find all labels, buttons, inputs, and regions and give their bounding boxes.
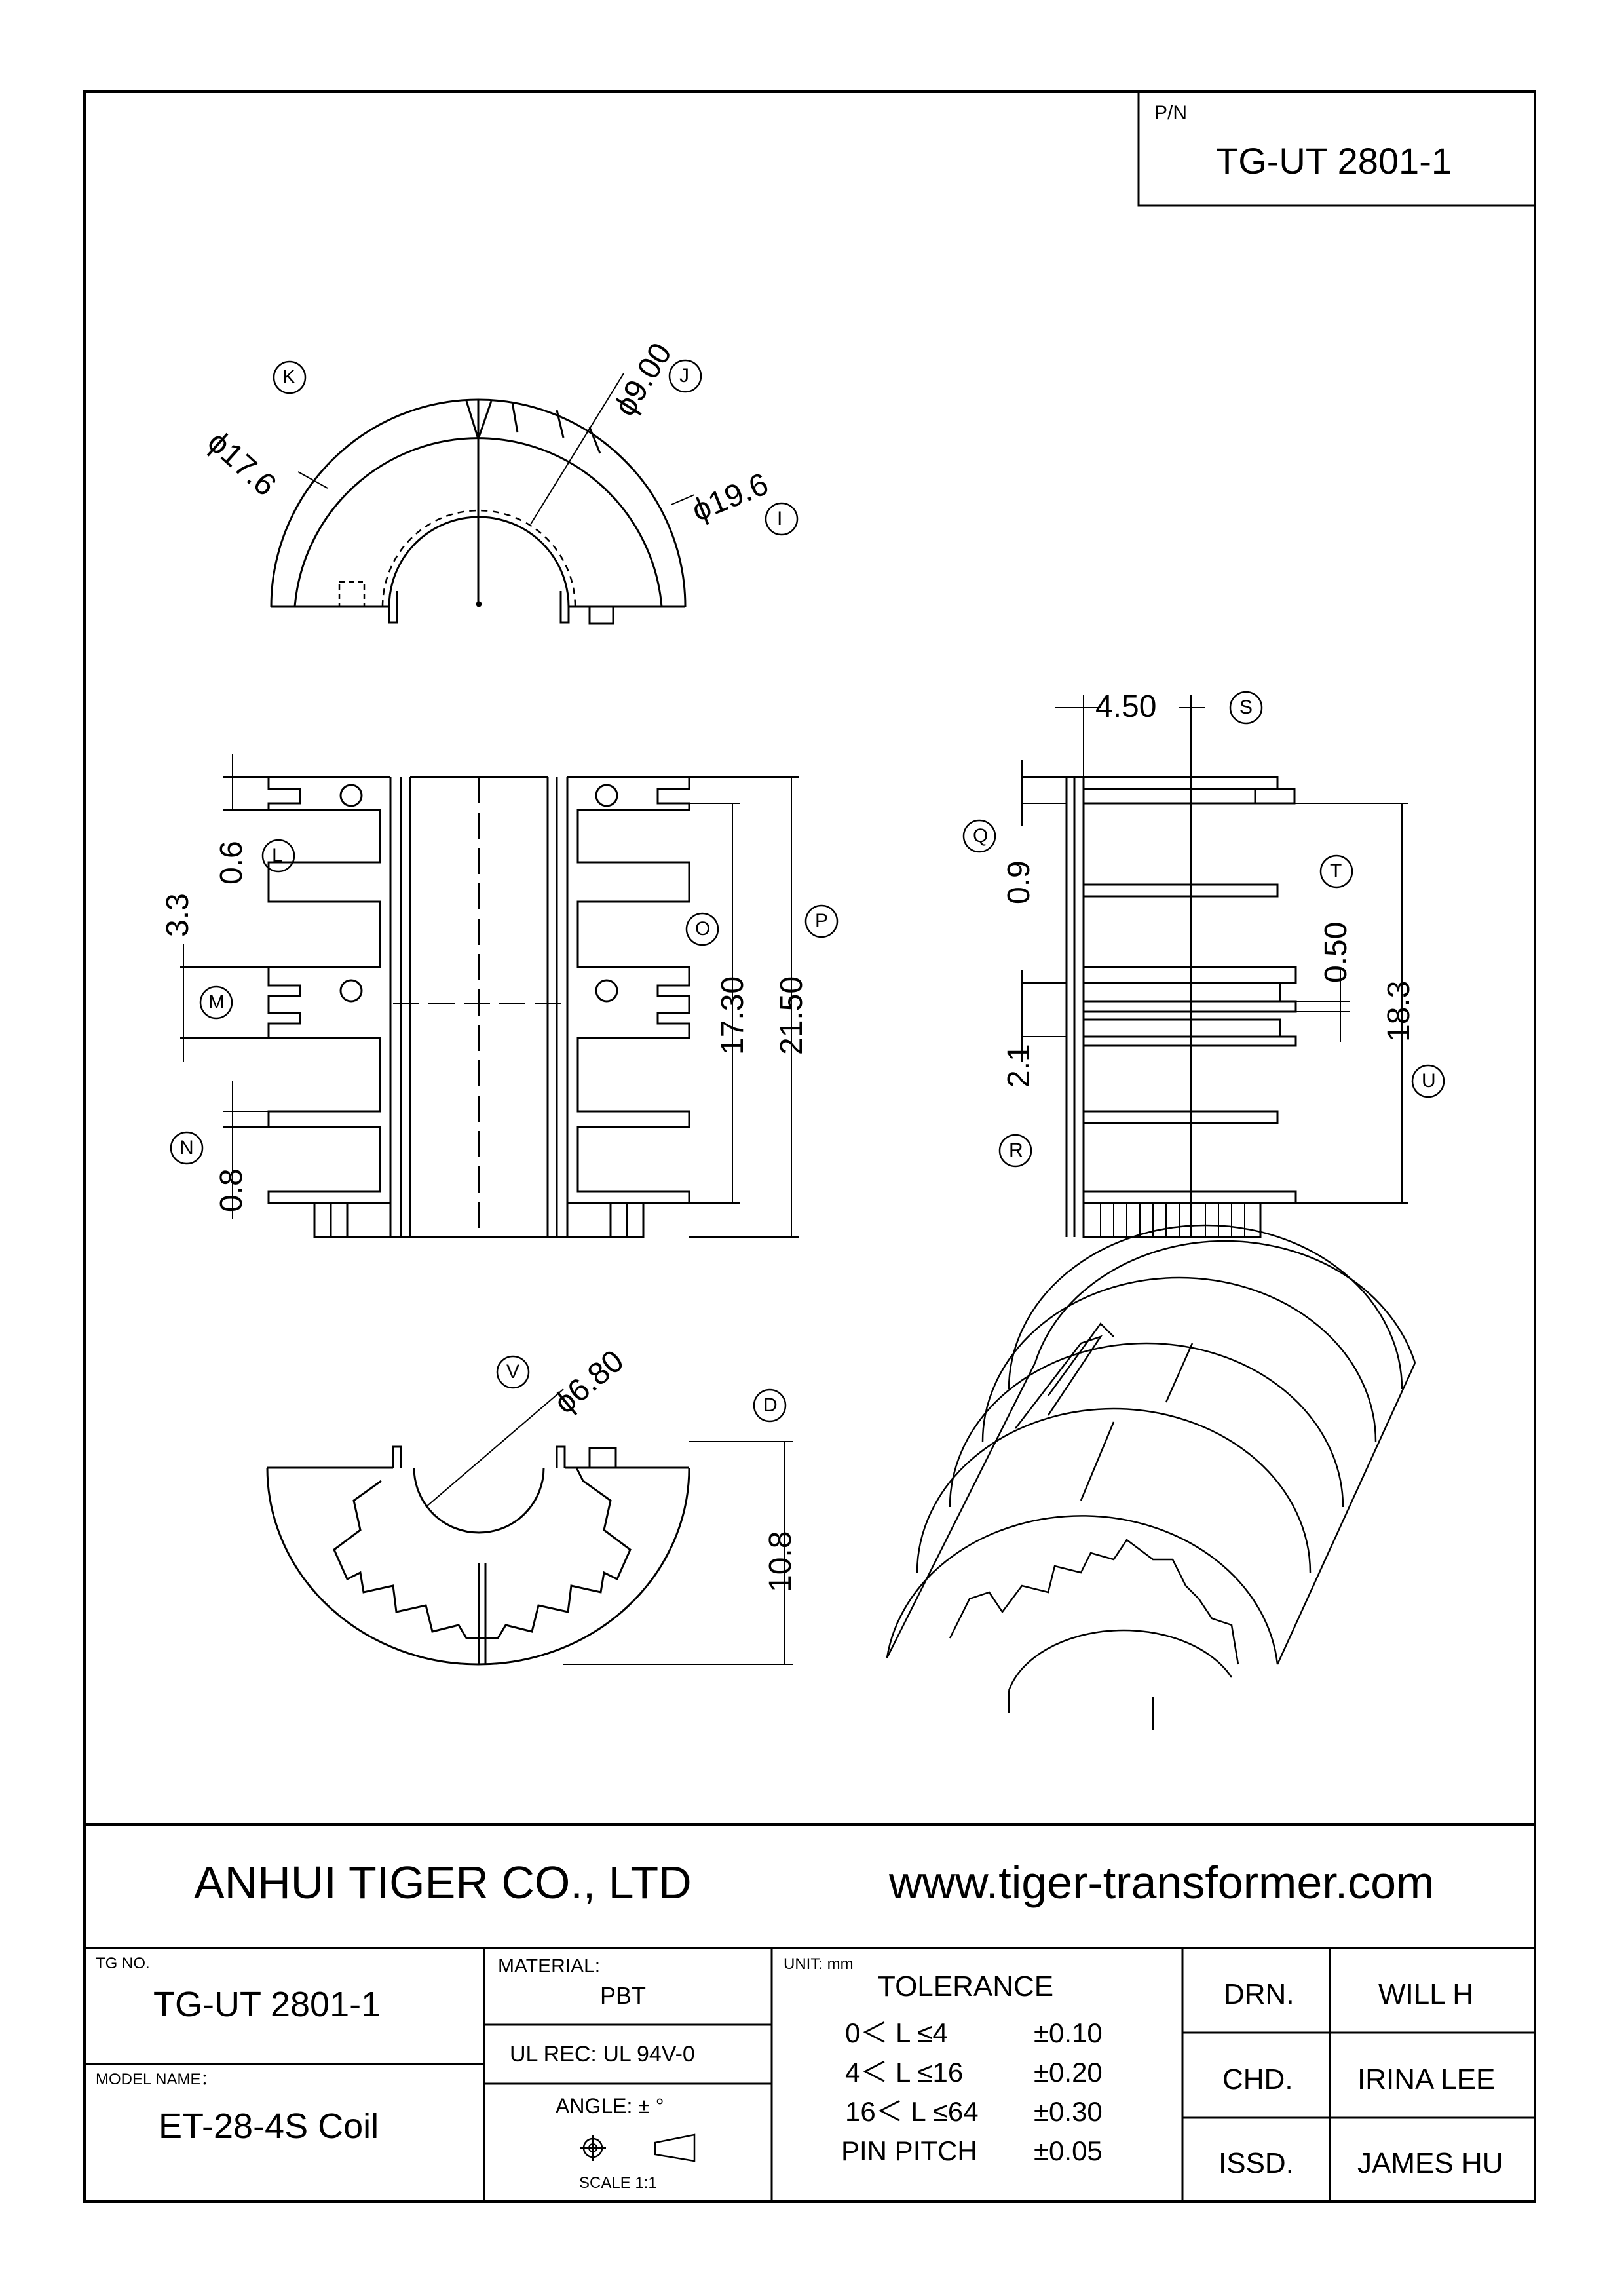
tolerance-value-0: ±0.10 <box>1034 2018 1103 2048</box>
dim-0-9: 0.9 <box>1002 860 1036 904</box>
tolerance-value-3: ±0.05 <box>1034 2135 1103 2166</box>
callout-M-label: M <box>208 991 225 1013</box>
dim-18-3: 18.3 <box>1382 980 1416 1042</box>
dim-3-3: 3.3 <box>161 893 195 937</box>
unit-label: UNIT: mm <box>784 1955 854 1973</box>
isometric-view <box>886 1224 1416 1730</box>
material-value: PBT <box>600 1982 647 2009</box>
scale-label: SCALE 1:1 <box>579 2174 657 2192</box>
company-name: ANHUI TIGER CO., LTD <box>194 1857 692 1908</box>
top-view <box>270 359 799 625</box>
material-label: MATERIAL: <box>498 1955 601 1977</box>
tolerance-range-1: 4＜ L ≤16 <box>845 2057 964 2088</box>
drn-name: WILL H <box>1378 1978 1474 2010</box>
callout-P <box>804 904 839 938</box>
dim-0-8: 0.8 <box>214 1168 249 1212</box>
dim-4-50: 4.50 <box>1095 689 1157 724</box>
angle-label: ANGLE: ± ° <box>556 2094 664 2118</box>
callout-Q-label: Q <box>973 825 989 847</box>
tolerance-range-2: 16＜ L ≤64 <box>845 2096 979 2127</box>
callout-N <box>170 1131 204 1165</box>
dim-17-30: 17.30 <box>715 976 750 1055</box>
tg-no-label: TG NO. <box>96 1955 150 1972</box>
callout-J-label: J <box>679 365 689 387</box>
dim-0-50: 0.50 <box>1319 921 1353 983</box>
callout-U-label: U <box>1422 1070 1436 1092</box>
pn-value: TG-UT 2801-1 <box>1216 140 1452 182</box>
tolerance-value-2: ±0.30 <box>1034 2096 1103 2127</box>
bottom-view <box>266 1355 793 1666</box>
tolerance-title: TOLERANCE <box>878 1970 1054 2002</box>
drn-role: DRN. <box>1224 1978 1294 2010</box>
model-name-label: MODEL NAME： <box>96 2071 217 2088</box>
callout-V <box>496 1355 530 1389</box>
callout-D-label: D <box>763 1394 778 1416</box>
side-view <box>962 691 1445 1238</box>
dim-0-6: 0.6 <box>214 841 249 885</box>
dim-21-50: 21.50 <box>774 976 809 1055</box>
issd-role: ISSD. <box>1218 2147 1294 2179</box>
callout-R-label: R <box>1009 1139 1023 1161</box>
model-name-value: ET-28-4S Coil <box>159 2107 379 2146</box>
callout-K-label: K <box>282 366 296 388</box>
callout-U <box>1411 1064 1445 1098</box>
callout-O-label: O <box>695 918 711 940</box>
dim-2-1: 2.1 <box>1002 1044 1036 1088</box>
tolerance-range-3: PIN PITCH <box>841 2135 977 2166</box>
callout-J <box>668 359 702 393</box>
chd-name: IRINA LEE <box>1357 2063 1496 2095</box>
tolerance-range-0: 0＜ L ≤4 <box>845 2018 948 2048</box>
callout-R <box>998 1134 1032 1168</box>
callout-K <box>273 360 307 394</box>
callout-L <box>261 839 295 873</box>
callout-P-label: P <box>815 910 829 932</box>
title-block-lines <box>85 1823 1535 2202</box>
sheet-border <box>83 90 1536 2203</box>
company-website[interactable]: www.tiger-transformer.com <box>889 1857 1435 1908</box>
front-view <box>170 754 839 1238</box>
callout-M <box>199 985 233 1020</box>
callout-O <box>685 912 719 946</box>
callout-D <box>753 1388 787 1423</box>
projection-symbol-cone <box>654 2133 696 2162</box>
callout-S-label: S <box>1239 697 1253 718</box>
chd-role: CHD. <box>1222 2063 1293 2095</box>
pn-box <box>1137 92 1535 207</box>
issd-name: JAMES HU <box>1357 2147 1503 2179</box>
dim-10-8: 10.8 <box>763 1531 798 1592</box>
ul-rec: UL REC: UL 94V-0 <box>510 2042 695 2067</box>
tg-no-value: TG-UT 2801-1 <box>153 1985 381 2024</box>
callout-T <box>1319 854 1353 889</box>
callout-T-label: T <box>1330 860 1342 882</box>
pn-label: P/N <box>1154 102 1188 124</box>
callout-L-label: L <box>272 845 283 866</box>
callout-N-label: N <box>179 1137 194 1158</box>
tolerance-value-1: ±0.20 <box>1034 2057 1103 2088</box>
callout-S <box>1229 691 1263 725</box>
callout-I-label: I <box>777 508 783 529</box>
callout-I <box>765 502 799 536</box>
callout-V-label: V <box>506 1361 520 1383</box>
callout-Q <box>962 819 996 853</box>
